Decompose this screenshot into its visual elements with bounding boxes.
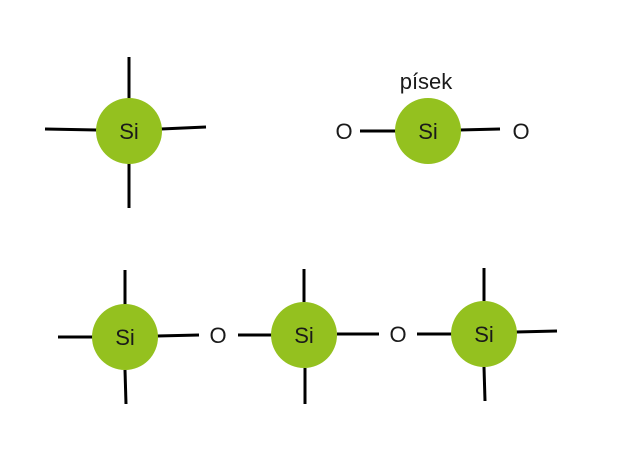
- bond-line: [458, 127, 501, 132]
- bond-line: [123, 369, 128, 405]
- bond-line: [482, 366, 487, 402]
- oxygen-label: O: [389, 322, 406, 347]
- silicon-atom: [96, 98, 162, 164]
- oxygen-label: O: [335, 119, 352, 144]
- silicon-label: Si: [294, 323, 314, 348]
- silicon-label: Si: [119, 119, 139, 144]
- bond-line: [44, 127, 98, 132]
- bond-line: [156, 333, 200, 338]
- sio2-molecule-group: písek O Si O: [335, 69, 530, 164]
- silicon-label: Si: [115, 325, 135, 350]
- si-tetra-bond-group: Si: [44, 57, 207, 208]
- bond-line: [160, 125, 207, 131]
- bond-line: [515, 329, 558, 334]
- silicon-label: Si: [418, 119, 438, 144]
- silicon-atom: [271, 302, 337, 368]
- silicon-atom: [395, 98, 461, 164]
- silica-chain-group: Si O Si O Si: [58, 268, 558, 405]
- silicon-atom: [92, 304, 158, 370]
- sand-label: písek: [400, 69, 454, 94]
- silicon-label: Si: [474, 322, 494, 347]
- oxygen-label: O: [512, 119, 529, 144]
- silicon-atom: [451, 301, 517, 367]
- oxygen-label: O: [209, 323, 226, 348]
